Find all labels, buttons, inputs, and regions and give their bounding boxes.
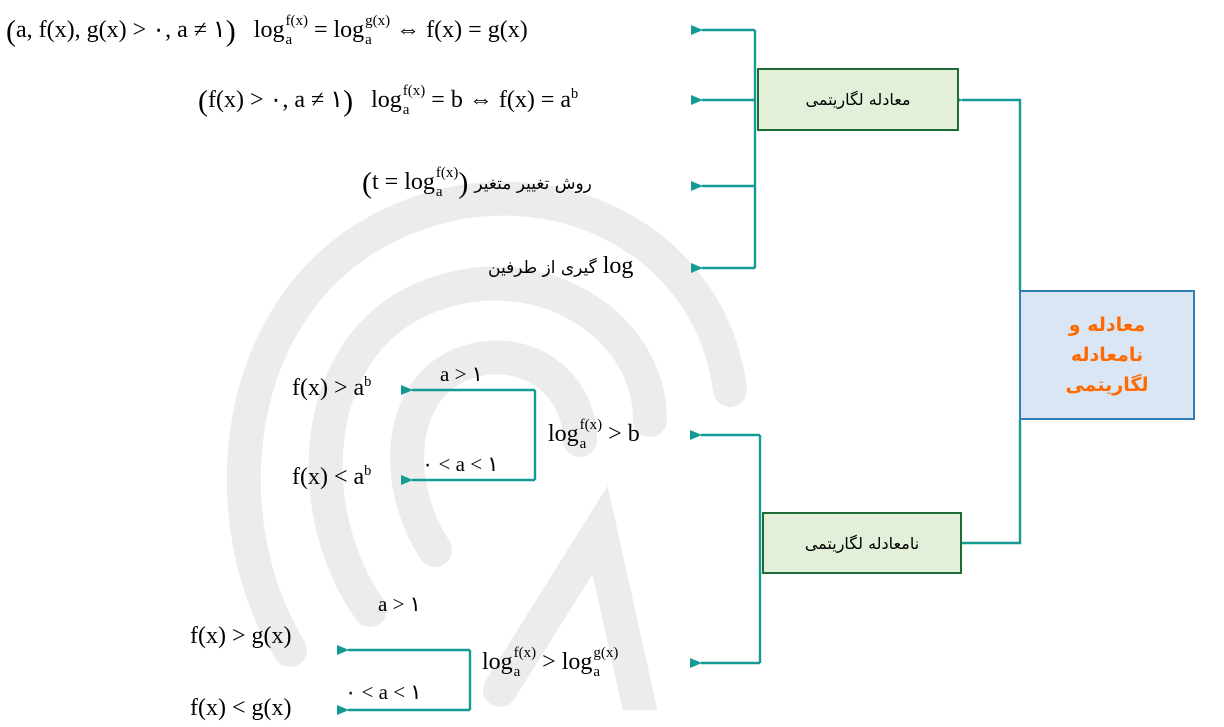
condition2-a-greater-one: a > ١ [378,592,421,616]
inequality-box: نامعادله لگاریتمی [762,512,962,574]
inequality2-result-greater: f(x) > g(x) [190,623,292,649]
root-connector [951,95,1022,290]
inequality-result-less: f(x) < ab [292,463,372,490]
root-line-2: نامعادله [1070,344,1144,366]
root-line-1: معادله و [1068,314,1146,336]
equation-item-take-log: گیری از طرفین log [488,253,634,279]
root-line-3: لگاریتمی [1065,374,1149,396]
take-log-label: گیری از طرفین [488,258,597,278]
inequality-result-greater: f(x) > ab [292,374,372,401]
equation-box: معادله لگاریتمی [757,68,959,131]
condition-a-between: ٠ < a < ١ [422,452,499,476]
condition-a-greater-one: a > ١ [440,362,483,386]
equation-box-label: معادله لگاریتمی [805,90,911,109]
substitution-label: روش تغییر متغیر [474,174,592,194]
inequality2-result-less: f(x) < g(x) [190,695,292,721]
condition2-a-between: ٠ < a < ١ [345,680,422,704]
inequality-box-label: نامعادله لگاریتمی [804,533,920,553]
root-box: معادله و نامعادله لگاریتمی [1019,290,1195,420]
